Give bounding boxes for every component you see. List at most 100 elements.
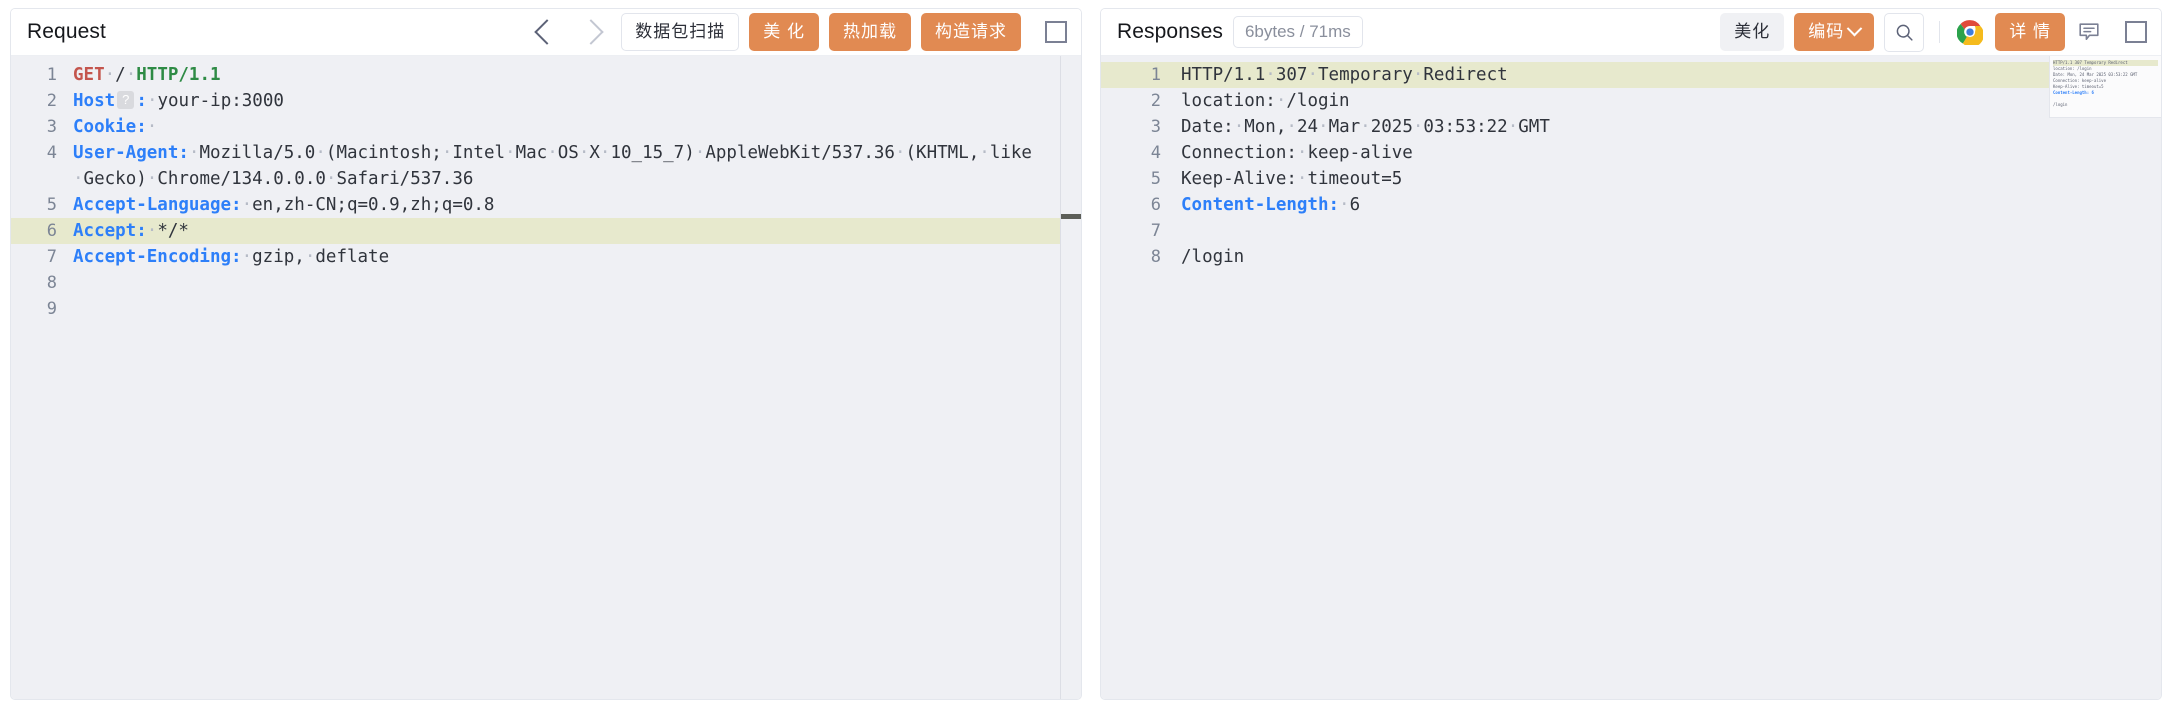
chevron-right-icon bbox=[578, 19, 604, 45]
token: · bbox=[104, 65, 116, 85]
token: Accept-Language bbox=[73, 195, 232, 215]
detail-button[interactable]: 详 情 bbox=[1995, 13, 2065, 51]
expand-icon[interactable] bbox=[2125, 21, 2147, 43]
request-minimap[interactable] bbox=[1060, 56, 1081, 699]
response-panel-title: Responses bbox=[1117, 20, 1223, 43]
beautify-button[interactable]: 美化 bbox=[1720, 13, 1785, 51]
token: · bbox=[547, 143, 558, 163]
token: AppleWebKit/537.36 bbox=[705, 143, 895, 163]
token: Host bbox=[73, 91, 116, 111]
line-number: 2 bbox=[46, 91, 57, 111]
construct-request-button[interactable]: 构造请求 bbox=[921, 13, 1021, 51]
token: · bbox=[1507, 117, 1519, 137]
token: Temporary bbox=[1318, 65, 1413, 85]
beautify-button[interactable]: 美 化 bbox=[749, 13, 819, 51]
response-size-time-badge: 6bytes / 71ms bbox=[1232, 15, 1363, 49]
code-line[interactable]: 8 bbox=[11, 270, 1060, 296]
code-line[interactable]: 7 bbox=[1101, 218, 2161, 244]
response-panel: Responses 6bytes / 71ms 美化 编码 bbox=[1100, 8, 2162, 700]
token: /login bbox=[1181, 247, 1245, 267]
code-line[interactable]: 8/login bbox=[1101, 244, 2161, 270]
token: Mac bbox=[515, 143, 548, 163]
next-packet-button[interactable] bbox=[577, 19, 605, 45]
token: · bbox=[1412, 117, 1424, 137]
token: gzip, bbox=[252, 247, 305, 267]
token: Redirect bbox=[1423, 65, 1508, 85]
hot-reload-button[interactable]: 热加载 bbox=[829, 13, 911, 51]
token: · bbox=[73, 169, 84, 189]
token: Accept-Encoding bbox=[73, 247, 232, 267]
expand-icon[interactable] bbox=[1045, 21, 1067, 43]
code-line[interactable]: 9 bbox=[11, 296, 1060, 322]
minimap-line: location: /login bbox=[2053, 66, 2092, 71]
chevron-left-icon bbox=[534, 19, 560, 45]
token: OS bbox=[557, 143, 579, 163]
token: like bbox=[989, 143, 1032, 163]
token: keep-alive bbox=[1307, 143, 1413, 163]
token: · bbox=[1339, 195, 1350, 215]
token: Date: bbox=[1181, 117, 1234, 137]
token: · bbox=[146, 221, 158, 241]
search-button[interactable] bbox=[1884, 12, 1925, 52]
token: · bbox=[578, 143, 590, 163]
comment-button[interactable] bbox=[2075, 18, 2103, 46]
line-number: 7 bbox=[1150, 221, 1161, 241]
token: Mon, bbox=[1244, 117, 1287, 137]
token: : bbox=[136, 91, 147, 111]
host-help-badge[interactable]: ? bbox=[117, 91, 135, 109]
token: · bbox=[241, 247, 253, 267]
encode-dropdown-button[interactable]: 编码 bbox=[1794, 13, 1875, 51]
line-content: HTTP/1.1·307·Temporary·Redirect bbox=[1181, 62, 2161, 88]
token: (KHTML, bbox=[905, 143, 980, 163]
minimap-line: HTTP/1.1 307 Temporary Redirect bbox=[2053, 60, 2158, 66]
token: · bbox=[146, 117, 158, 137]
chevron-down-icon bbox=[1846, 20, 1863, 37]
token: location: bbox=[1181, 91, 1276, 111]
minimap-line: Date: Mon, 24 Mar 2025 03:53:22 GMT bbox=[2053, 72, 2138, 77]
token: · bbox=[125, 65, 137, 85]
token: · bbox=[1265, 65, 1276, 85]
line-number: 2 bbox=[1150, 91, 1161, 111]
token: GET bbox=[73, 65, 105, 85]
token: Mozilla/5.0 bbox=[199, 143, 316, 163]
line-content: Connection:·keep-alive bbox=[1181, 140, 2161, 166]
line-content: Accept:·*/* bbox=[73, 218, 1060, 244]
packet-scan-button[interactable]: 数据包扫描 bbox=[621, 13, 740, 51]
token: Keep-Alive: bbox=[1181, 169, 1297, 189]
line-number: 9 bbox=[46, 299, 57, 319]
line-content bbox=[73, 296, 1060, 322]
token: · bbox=[979, 143, 990, 163]
chrome-open-button[interactable] bbox=[1955, 17, 1985, 47]
token: / bbox=[115, 65, 126, 85]
line-number: 8 bbox=[1150, 247, 1161, 267]
response-toolbar: Responses 6bytes / 71ms 美化 编码 bbox=[1101, 9, 2161, 56]
toolbar-divider bbox=[1939, 21, 1941, 43]
token: · bbox=[599, 143, 611, 163]
token: 2025 bbox=[1370, 117, 1413, 137]
line-number: 5 bbox=[46, 195, 57, 215]
token: en,zh-CN;q=0.9,zh;q=0.8 bbox=[252, 195, 495, 215]
token: · bbox=[505, 143, 516, 163]
prev-packet-button[interactable] bbox=[533, 19, 561, 45]
line-content: Keep-Alive:·timeout=5 bbox=[1181, 166, 2161, 192]
